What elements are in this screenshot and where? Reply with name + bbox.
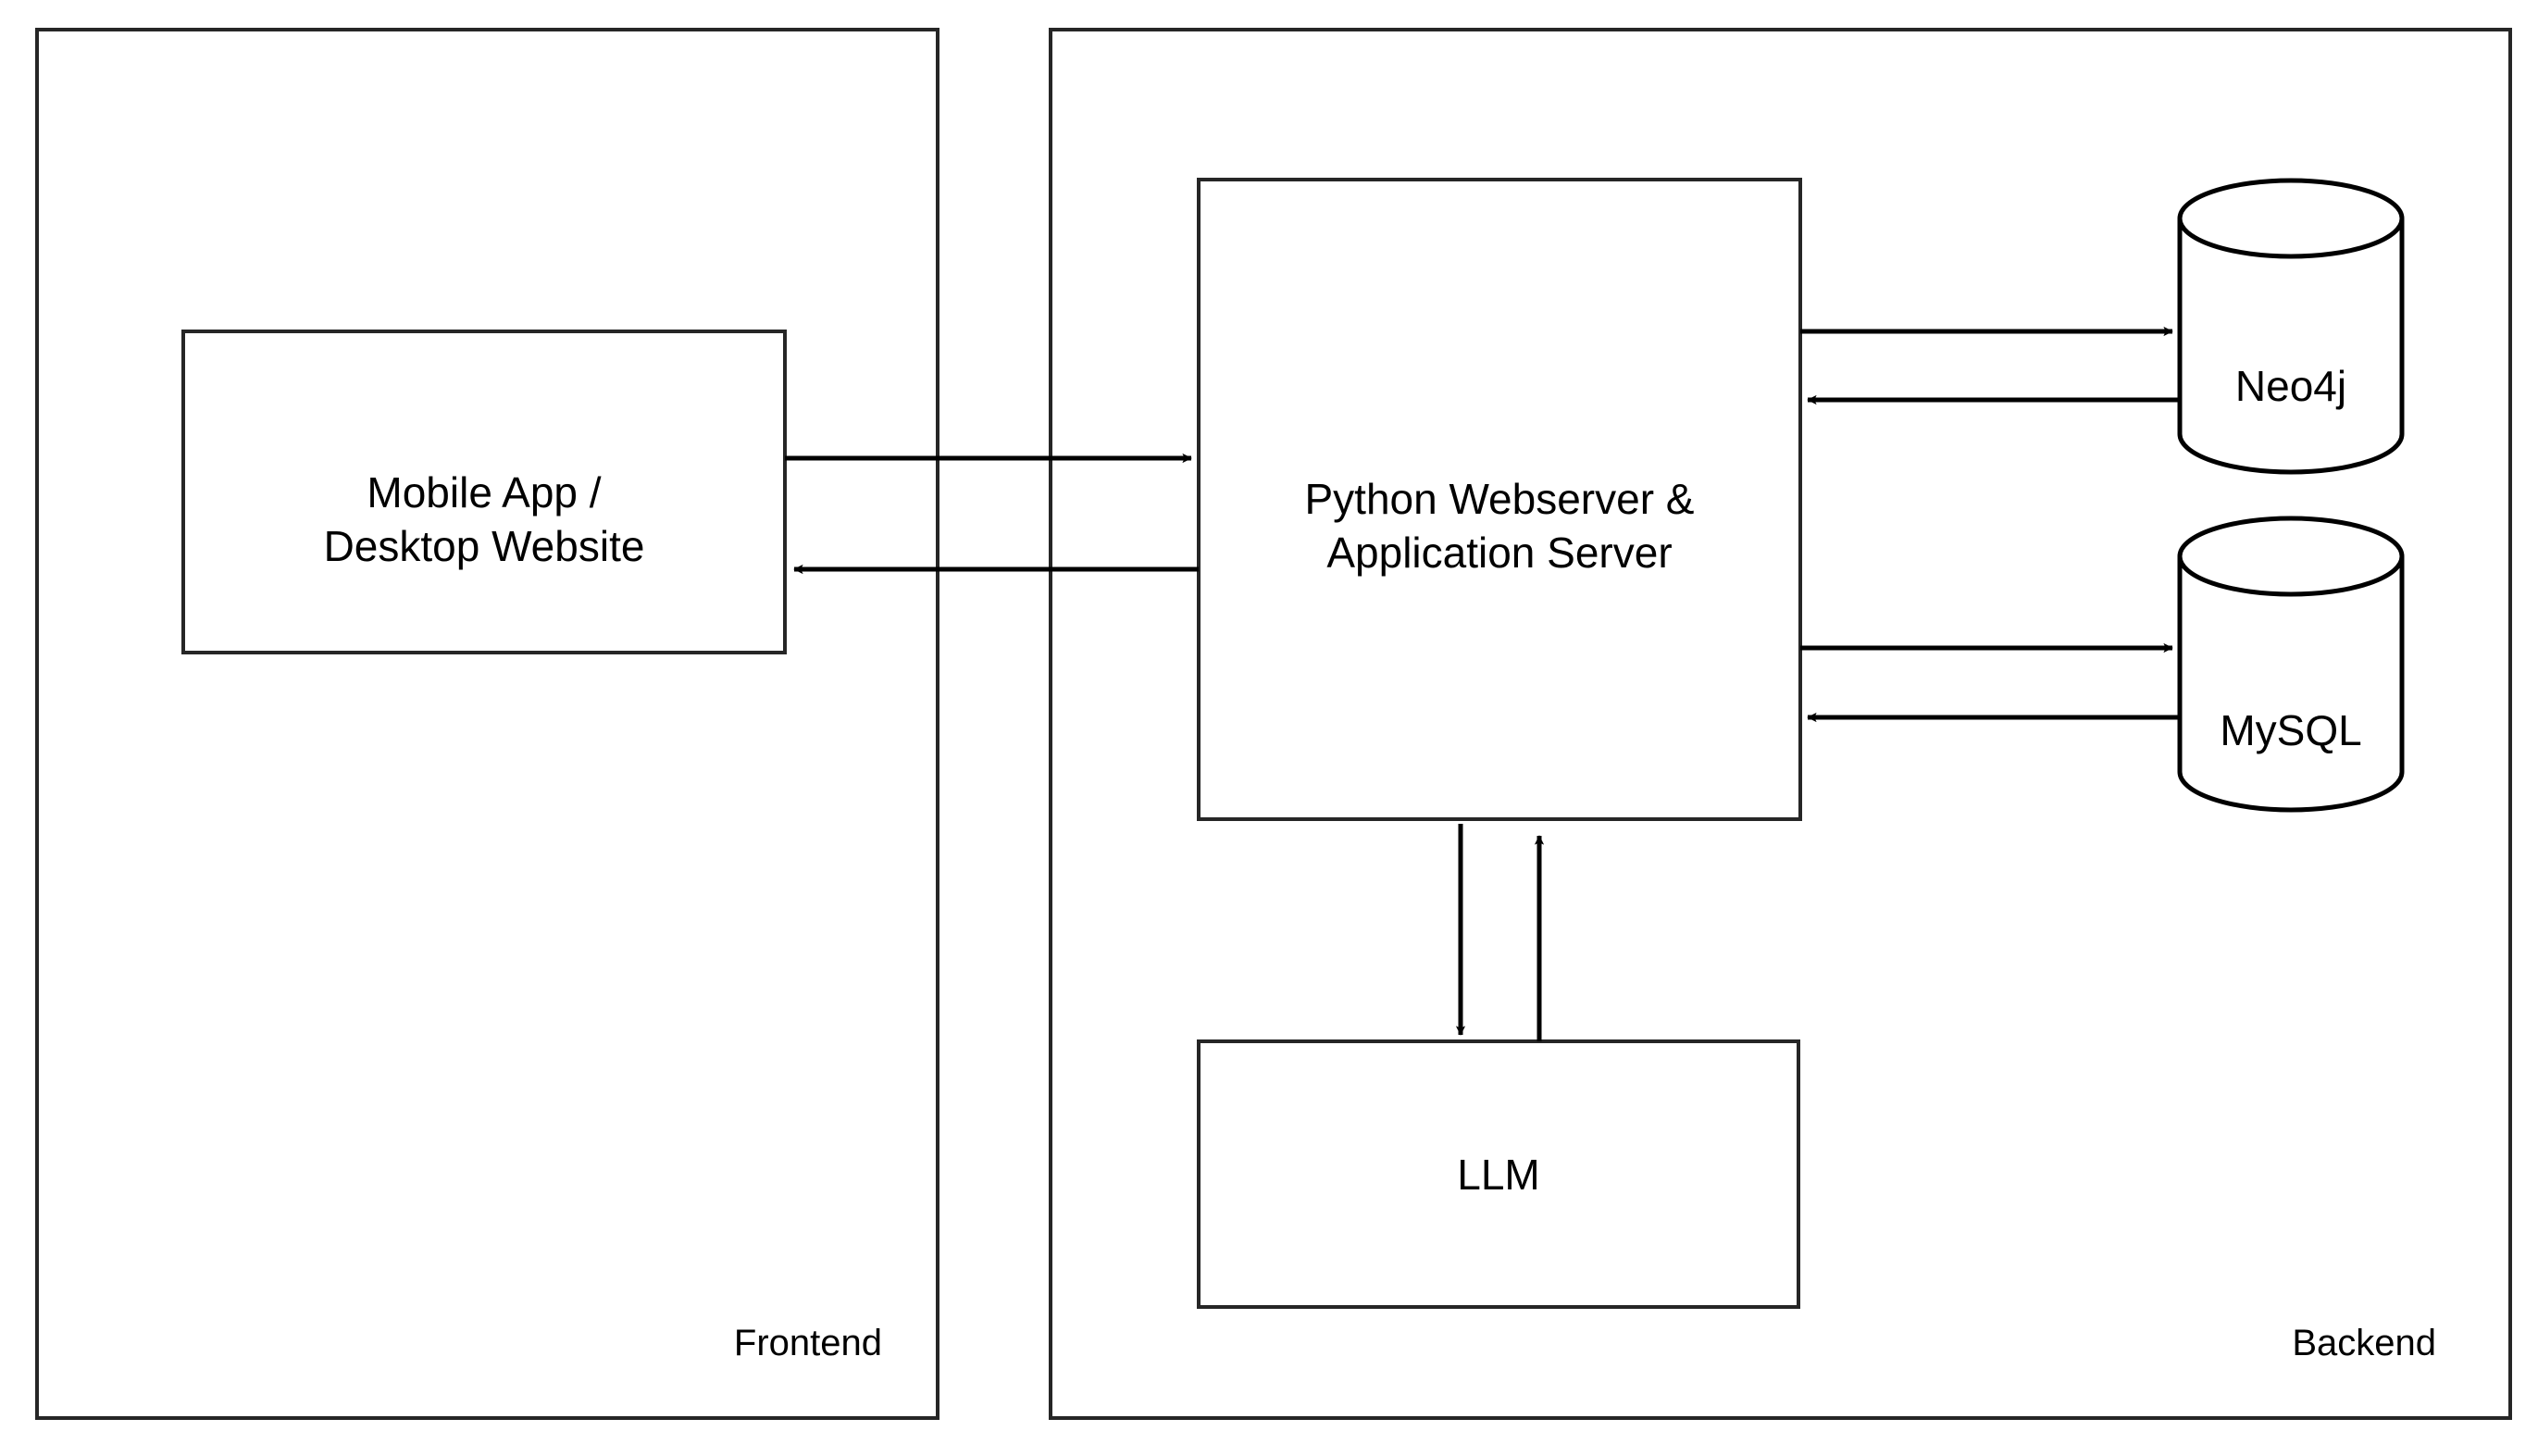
zone-backend-label: Backend [2292,1323,2436,1363]
node-neo4j[interactable] [2180,180,2402,472]
node-mysql-shape [2177,516,2405,813]
node-llm[interactable] [1199,1041,1798,1307]
node-webserver[interactable] [1199,180,1800,819]
node-llm-shape [1197,1039,1800,1309]
node-webserver-shape [1197,178,1802,821]
zone-frontend-label: Frontend [733,1323,882,1363]
zone-frontend-border [35,28,939,1420]
node-neo4j-shape [2177,178,2405,475]
node-client-shape [181,330,787,654]
node-mysql[interactable] [2180,518,2402,810]
node-client[interactable] [183,331,785,653]
